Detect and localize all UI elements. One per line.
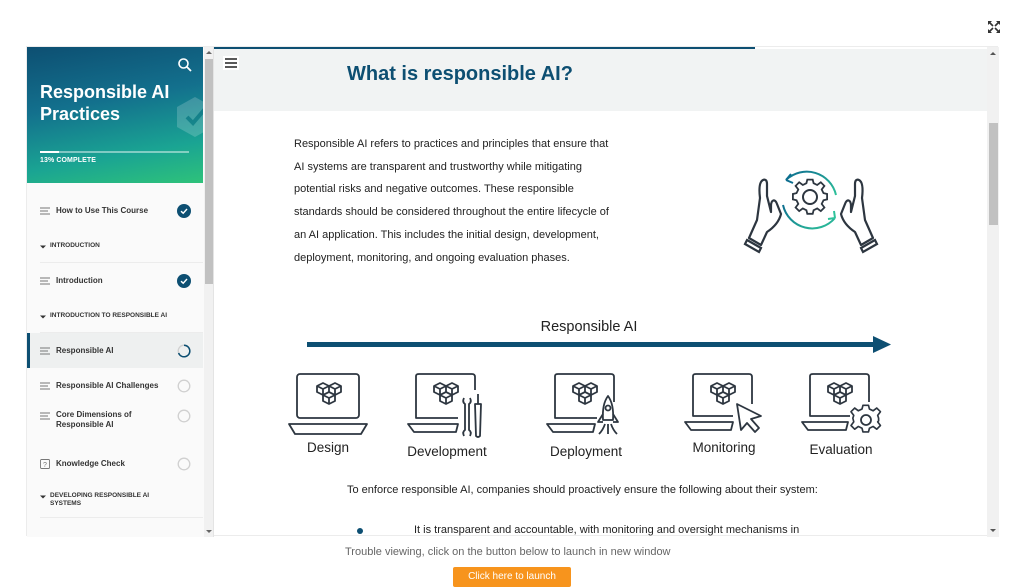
hands-gear-cycle-icon	[743, 170, 879, 254]
not-started-circle-icon	[177, 409, 191, 423]
laptop-tools-icon	[407, 373, 482, 438]
sidebar-item-knowledge-check[interactable]: ? Knowledge Check	[27, 448, 203, 480]
scroll-up-arrow-icon[interactable]	[990, 52, 996, 55]
shield-check-watermark-icon	[177, 97, 203, 137]
lesson-progress-line	[214, 47, 755, 49]
phase-design: Design	[273, 372, 383, 455]
laptop-cubes-icon	[288, 373, 368, 435]
lesson-content: What is responsible AI? Responsible AI r…	[214, 47, 999, 537]
sidebar-item-responsible-ai-challenges[interactable]: Responsible AI Challenges	[27, 368, 203, 403]
expand-arrows-icon[interactable]	[987, 20, 1001, 34]
caret-down-icon	[40, 495, 46, 499]
bullet-dot	[357, 528, 363, 534]
section-developing-responsible-ai[interactable]: DEVELOPING RESPONSIBLE AI SYSTEMS	[40, 480, 203, 518]
in-progress-icon	[177, 343, 191, 358]
sidebar-item-introduction[interactable]: Introduction	[27, 263, 203, 299]
scroll-down-arrow-icon[interactable]	[990, 529, 996, 532]
course-header: Responsible AI Practices 13% COMPLETE	[27, 47, 203, 183]
caret-down-icon	[40, 315, 46, 319]
phase-label: Monitoring	[692, 440, 756, 455]
bullet-item: It is transparent and accountable, with …	[414, 524, 800, 536]
search-icon[interactable]	[177, 57, 193, 73]
sidebar-item-core-dimensions[interactable]: Core Dimensions of Responsible AI	[27, 403, 203, 448]
course-title: Responsible AI Practices	[40, 82, 170, 124]
course-frame: Responsible AI Practices 13% COMPLETE Ho…	[26, 46, 999, 537]
course-sidebar: Responsible AI Practices 13% COMPLETE Ho…	[27, 47, 214, 537]
section-intro-responsible-ai[interactable]: INTRODUCTION TO RESPONSIBLE AI	[40, 299, 203, 333]
page-title: What is responsible AI?	[347, 63, 573, 85]
lesson-header: What is responsible AI?	[214, 49, 987, 111]
laptop-rocket-icon	[546, 373, 619, 435]
content-scrollbar-thumb[interactable]	[989, 123, 998, 225]
complete-check-icon	[177, 204, 191, 218]
sidebar-item-label: Knowledge Check	[56, 459, 125, 468]
complete-check-icon	[177, 274, 191, 288]
caret-down-icon	[40, 245, 46, 249]
scroll-down-arrow-icon[interactable]	[206, 530, 212, 533]
phase-evaluation: Evaluation	[786, 372, 896, 457]
lines-icon	[40, 412, 50, 420]
launch-button[interactable]: Click here to launch	[453, 567, 571, 587]
scroll-up-arrow-icon[interactable]	[206, 51, 212, 54]
progress-label: 13% COMPLETE	[40, 157, 97, 164]
sidebar-item-how-to-use[interactable]: How to Use This Course	[27, 193, 203, 229]
laptop-cursor-icon	[684, 373, 762, 433]
laptop-gear-icon	[801, 373, 882, 433]
trouble-viewing-text: Trouble viewing, click on the button bel…	[345, 546, 671, 558]
lines-icon	[40, 207, 50, 215]
section-introduction[interactable]: INTRODUCTION	[40, 229, 203, 263]
sidebar-item-label: Responsible AI Challenges	[56, 380, 159, 390]
phase-label: Development	[407, 444, 487, 459]
section-label: DEVELOPING RESPONSIBLE AI SYSTEMS	[50, 492, 150, 507]
section-label: INTRODUCTION TO RESPONSIBLE AI	[50, 312, 168, 319]
hamburger-menu-icon[interactable]	[223, 56, 239, 70]
lines-icon	[40, 347, 50, 354]
enforce-text: To enforce responsible AI, companies sho…	[347, 484, 818, 496]
phase-label: Deployment	[549, 444, 623, 459]
lesson-list: How to Use This Course INTRODUCTION Intr…	[27, 183, 203, 518]
lines-icon	[40, 277, 50, 285]
lines-icon	[40, 382, 50, 389]
sidebar-item-label: Introduction	[56, 276, 103, 285]
diagram-title: Responsible AI	[540, 319, 638, 335]
phase-label: Design	[306, 440, 350, 455]
progress-bar-fill	[40, 151, 60, 153]
sidebar-item-responsible-ai[interactable]: Responsible AI	[27, 333, 203, 368]
phase-deployment: Deployment	[531, 372, 641, 459]
content-scrollbar[interactable]	[987, 47, 999, 537]
progress-bar	[40, 151, 189, 153]
lifecycle-arrow	[307, 336, 891, 353]
not-started-circle-icon	[177, 457, 191, 471]
phase-development: Development	[392, 372, 502, 459]
question-icon: ?	[40, 459, 50, 469]
sidebar-scrollbar-thumb[interactable]	[205, 59, 213, 284]
sidebar-item-label: Responsible AI	[56, 345, 114, 355]
phase-monitoring: Monitoring	[669, 372, 779, 455]
svg-text:?: ?	[43, 462, 47, 469]
sidebar-scrollbar[interactable]	[204, 47, 213, 537]
phase-label: Evaluation	[809, 442, 873, 457]
sidebar-item-label: How to Use This Course	[56, 206, 149, 215]
intro-paragraph: Responsible AI refers to practices and p…	[294, 138, 609, 264]
section-label: INTRODUCTION	[50, 242, 100, 249]
not-started-circle-icon	[177, 379, 191, 392]
sidebar-item-label: Core Dimensions of Responsible AI	[56, 410, 132, 429]
